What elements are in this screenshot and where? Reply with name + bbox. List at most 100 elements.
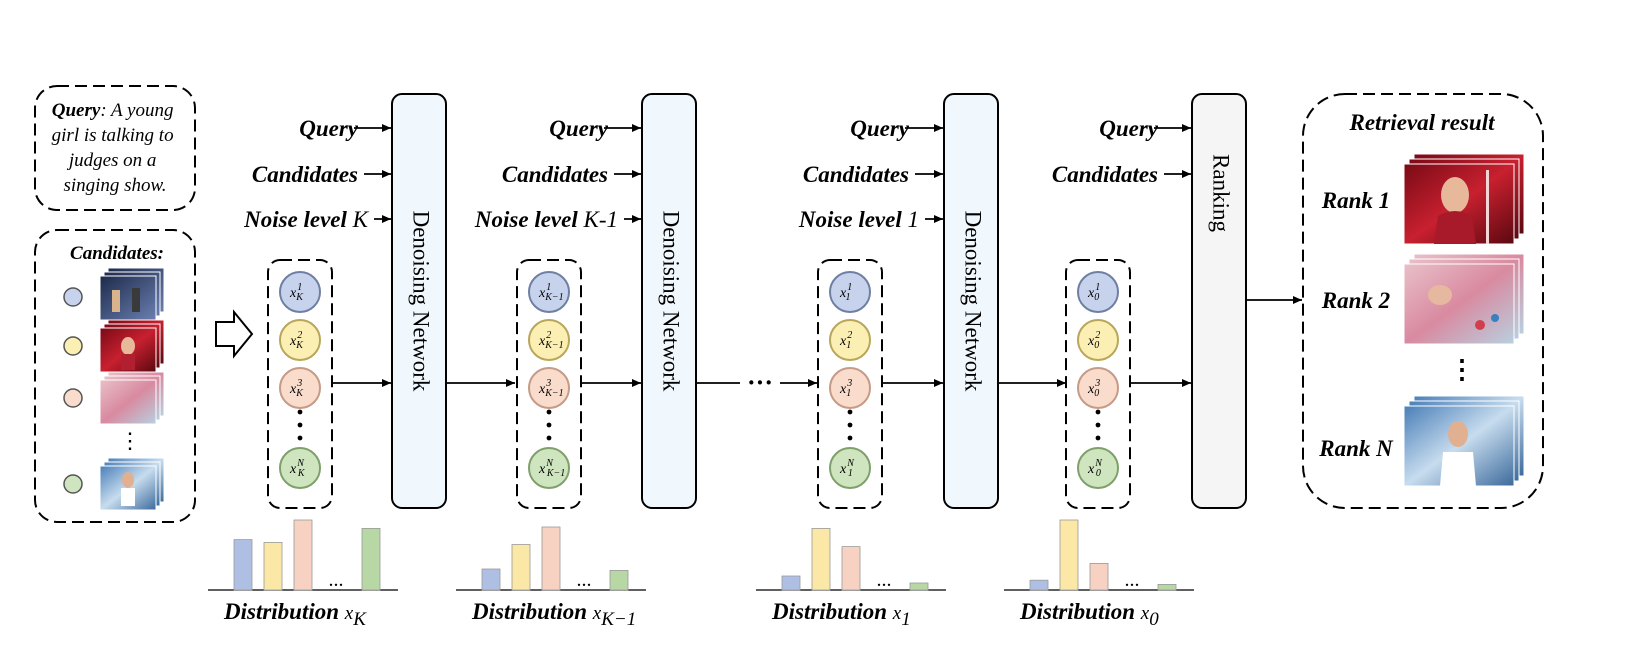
candidates-box: Candidates: [34,229,196,523]
candidate-list-ellipsis: ⋮ [119,428,141,453]
query-input-label-4: Query [1099,116,1159,141]
query-input-label-2: Query [549,116,609,141]
distribution-bar-4 [361,528,381,591]
distribution-ellipsis: ... [577,569,592,591]
retrieval-result-title: Retrieval result [1348,110,1495,135]
hollow-arrow-icon [215,309,254,359]
candidate-list: ⋮ [63,267,165,511]
noise-level-label-2: Noise level K-1 [474,207,618,232]
query-text-line-1: : A young [100,100,173,121]
flow-connectors [332,296,1302,387]
denoising-network-box-2: Denoising Network [641,93,697,509]
distribution-ellipsis: ... [1125,569,1140,591]
noise-level-label-1: Noise level K [243,207,370,232]
result-ellipsis: ⋮ [1449,355,1475,384]
distribution-bar-2 [263,542,283,591]
candidate-dot-2 [63,336,83,356]
rank-2-label: Rank 2 [1321,288,1390,313]
candidate-video-thumbnail-2 [99,319,165,373]
candidates-input-label-1: Candidates [252,162,358,187]
denoising-network-box-3: Denoising Network [943,93,999,509]
distribution-chart-2: ... Distribution xK−1 [456,526,646,630]
distribution-ellipsis: ... [877,569,892,591]
stage-gap-ellipsis: ··· [747,368,773,397]
query-text-label: Query [52,100,101,121]
distribution-bar-4 [1157,584,1177,591]
distribution-bar-2 [511,544,531,591]
distribution-bar-3 [1089,563,1109,591]
candidate-video-thumbnail-3 [99,371,165,425]
distribution-chart-4: ...Distribution x0 [1004,519,1194,630]
query-input-label-3: Query [850,116,910,141]
distribution-label-2: Distribution xK−1 [471,599,636,630]
network-label-3: Denoising Network [961,211,986,392]
candidate-item-3 [63,371,165,425]
distribution-bar-3 [841,546,861,591]
candidate-item-n [63,457,165,511]
noise-level-label-3: Noise level 1 [798,207,919,232]
candidate-item-2 [63,319,165,373]
distribution-charts: ... Distribution xK... Distribution xK−1..… [208,519,1194,630]
query-text: Query: A young girl is talking to judges… [52,100,179,196]
candidate-dot-n [63,474,83,494]
query-text-line-3: judges on a [66,150,157,171]
distribution-bar-1 [233,539,253,591]
node-ellipsis [546,409,552,441]
distribution-label-1: Distribution xK [223,599,367,630]
query-box: Query: A young girl is talking to judges… [34,85,196,211]
distribution-bar-2 [1059,519,1079,591]
distribution-bar-3 [541,526,561,591]
rank-1-video-thumbnail [1403,153,1525,245]
query-text-line-2: girl is talking to [52,125,174,146]
rank-n-video-thumbnail [1403,395,1525,487]
candidate-dot-3 [63,388,83,408]
query-input-label-1: Query [299,116,359,141]
candidates-input-label-2: Candidates [502,162,608,187]
distribution-bar-4 [909,582,929,591]
rank-n-label: Rank N [1318,436,1394,461]
distribution-label-3: Distribution x1 [771,599,911,630]
candidates-input-label-4: Candidates [1052,162,1158,187]
distribution-bar-1 [481,568,501,591]
candidate-video-thumbnail-n [99,457,165,511]
node-ellipsis [847,409,853,441]
network-label-1: Denoising Network [409,211,434,392]
ranking-label: Ranking [1209,154,1234,232]
